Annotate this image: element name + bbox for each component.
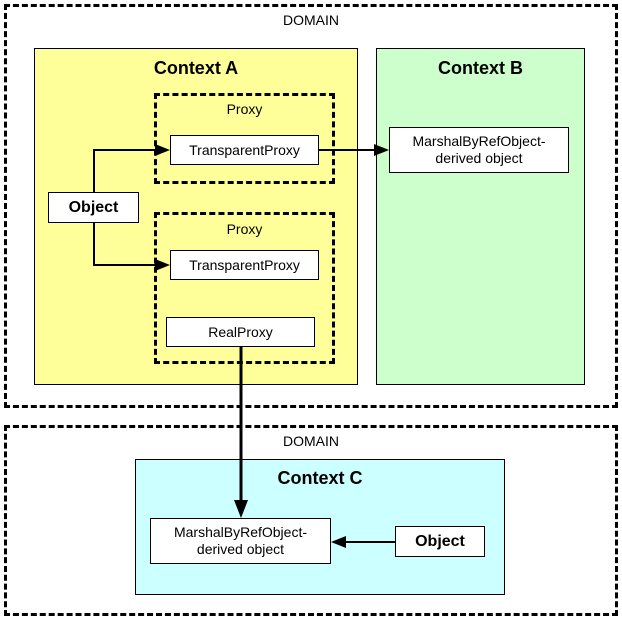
arrowhead-marshal-c-left	[331, 536, 346, 548]
proxy-2-label: Proxy	[226, 221, 263, 237]
real-proxy[interactable]: RealProxy	[166, 317, 315, 347]
context-b	[376, 48, 585, 385]
domain-top	[4, 4, 618, 408]
proxy-1-label: Proxy	[226, 101, 263, 117]
arrowhead-marshal-b	[374, 144, 389, 156]
context-c-title: Context C	[277, 468, 363, 488]
object-a[interactable]: Object	[48, 192, 139, 223]
object-c[interactable]: Object	[395, 526, 485, 557]
proxy-1	[154, 93, 335, 184]
marshal-object-b[interactable]: MarshalByRefObject- derived object	[389, 127, 569, 173]
transparent-proxy-2[interactable]: TransparentProxy	[170, 250, 319, 280]
domain-bottom	[4, 425, 618, 616]
arrow-object-to-tp1	[93, 149, 158, 192]
domain-top-label: DOMAIN	[283, 12, 339, 28]
context-a-title: Context A	[153, 58, 239, 78]
context-b-title: Context B	[438, 58, 523, 78]
arrowhead-tp1	[155, 144, 170, 156]
marshal-object-c[interactable]: MarshalByRefObject- derived object	[150, 518, 331, 564]
arrowhead-marshal-c-down	[234, 500, 248, 518]
arrowhead-tp2	[155, 259, 170, 271]
arrow-object-to-tp2	[93, 223, 158, 266]
transparent-proxy-1[interactable]: TransparentProxy	[170, 135, 319, 165]
proxy-2	[154, 212, 335, 364]
domain-bottom-label: DOMAIN	[283, 433, 339, 449]
